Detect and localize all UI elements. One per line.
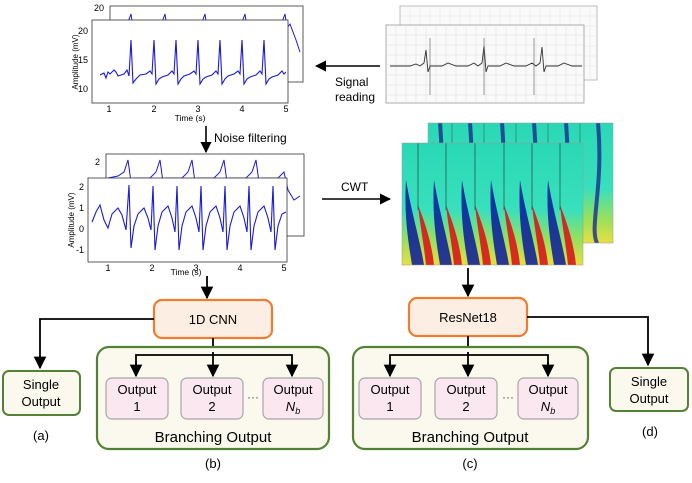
cnn-model-label: 1D CNN — [189, 312, 237, 327]
output-c-nb-index: Nb — [541, 399, 555, 416]
paper-ecg-trace — [390, 45, 582, 73]
raw-ecg-plot: 20 20 15 10 Amplitude (mV) 1 2 3 4 5 Tim… — [71, 3, 304, 123]
output-b-ellipsis: ··· — [247, 390, 259, 404]
filtered-back-ytick: 2 — [95, 157, 100, 167]
output-c-1-word: Output — [370, 382, 409, 397]
output-box-c-1 — [358, 377, 422, 420]
output-b-1-word: Output — [117, 382, 156, 397]
filtered-ylabel: Amplitude (mV) — [67, 192, 76, 247]
raw-xtick-3: 3 — [195, 104, 200, 114]
filtered-front-ecg-trace — [91, 184, 286, 251]
filtered-xtick-4: 4 — [237, 263, 242, 273]
single-output-box-a — [2, 370, 81, 416]
output-box-b-nb — [262, 377, 324, 420]
signal-reading-label-line2: reading — [335, 90, 375, 104]
filtered-ytick-0: 0 — [79, 224, 84, 234]
panel-label-c: (c) — [462, 456, 477, 471]
filtered-ytick-1: 1 — [79, 203, 84, 213]
raw-back-ytick: 20 — [94, 3, 104, 13]
output-box-c-nb — [517, 377, 579, 420]
single-output-d-line2: Output — [629, 391, 668, 406]
raw-xtick-1: 1 — [106, 104, 111, 114]
raw-ytick-15: 15 — [78, 55, 88, 65]
single-output-box-d — [609, 367, 689, 412]
output-c-1-index: 1 — [386, 399, 393, 414]
cwt-scalograms — [401, 122, 614, 266]
panel-label-b: (b) — [205, 456, 221, 471]
branching-output-label-c: Branching Output — [412, 429, 530, 446]
resnet-model-label: ResNet18 — [439, 310, 497, 325]
raw-ytick-20: 20 — [78, 26, 88, 36]
resnet-to-single-arrow — [527, 316, 655, 367]
single-output-a-line2: Output — [21, 394, 60, 409]
raw-xtick-5: 5 — [283, 104, 288, 114]
output-b-2-index: 2 — [208, 399, 215, 414]
output-box-b-1 — [105, 377, 169, 420]
output-box-b-2 — [180, 377, 244, 420]
filtered-ytick-2: 2 — [79, 182, 84, 192]
raw-ylabel: Amplitude (mV) — [71, 34, 80, 89]
filtered-xlabel: Time (s) — [171, 267, 202, 277]
output-b-1-index: 1 — [133, 399, 140, 414]
filtered-xtick-2: 2 — [149, 263, 154, 273]
output-c-nb-word: Output — [528, 382, 567, 397]
signal-reading-label-line1: Signal — [335, 75, 368, 89]
branching-output-label-b: Branching Output — [155, 429, 273, 446]
raw-front-plot-frame — [91, 19, 289, 104]
filtered-xtick-3: 3 — [193, 263, 198, 273]
single-output-a-line1: Single — [23, 377, 59, 392]
filtered-front-plot-frame — [87, 177, 288, 263]
output-b-nb-word: Output — [273, 382, 312, 397]
panel-label-a: (a) — [33, 428, 49, 443]
panel-label-d: (d) — [642, 424, 658, 439]
filtered-xtick-1: 1 — [105, 263, 110, 273]
output-box-c-2 — [434, 377, 498, 420]
raw-xtick-4: 4 — [239, 104, 244, 114]
cnn-to-single-arrow — [33, 318, 154, 370]
single-output-d-line1: Single — [631, 374, 667, 389]
cwt-label: CWT — [341, 180, 369, 194]
raw-xtick-2: 2 — [151, 104, 156, 114]
output-c-2-word: Output — [446, 382, 485, 397]
filtered-xtick-5: 5 — [281, 263, 286, 273]
filtered-ytick-neg1: -1 — [76, 245, 84, 255]
output-c-2-index: 2 — [462, 399, 469, 414]
raw-ytick-10: 10 — [78, 84, 88, 94]
output-c-ellipsis: ··· — [502, 390, 514, 404]
raw-front-ecg-trace — [99, 39, 286, 86]
noise-filtering-label: Noise filtering — [214, 131, 287, 145]
raw-xlabel: Time (s) — [175, 113, 206, 123]
ecg-paper-records — [385, 5, 598, 104]
output-b-2-word: Output — [192, 382, 231, 397]
filtered-ecg-plot: 2 2 1 0 -1 Amplitude (mV) 1 2 3 4 5 Time… — [67, 153, 305, 277]
output-b-nb-index: Nb — [286, 399, 300, 416]
